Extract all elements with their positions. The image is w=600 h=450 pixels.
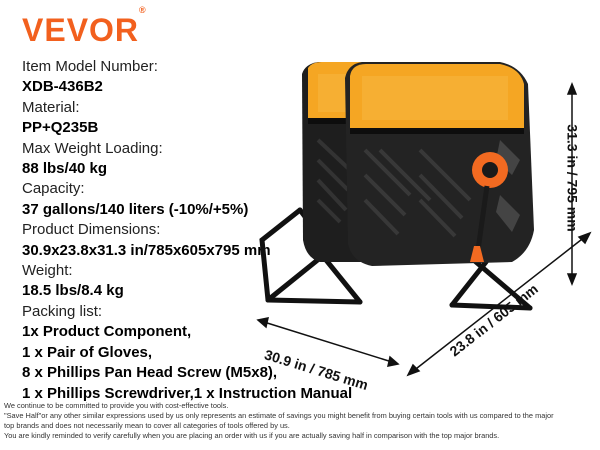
spec-value-dimensions: 30.9x23.8x31.3 in/785x605x795 mm (22, 241, 271, 259)
spec-label-model: Item Model Number: (22, 58, 158, 75)
spec-label-capacity: Capacity: (22, 180, 85, 198)
packing-item: 1x Product Component, (22, 323, 192, 341)
spec-value-material: PP+Q235B (22, 119, 99, 137)
footer-line: We continue to be committed to provide y… (4, 401, 229, 410)
spec-label-material: Material: (22, 98, 80, 116)
spec-value-weight: 18.5 lbs/8.4 kg (22, 282, 124, 300)
crank-handle (470, 152, 508, 262)
height-dimension-label: 31.3 in / 795 mm (564, 124, 581, 232)
spec-value-capacity: 37 gallons/140 liters (-10%/+5%) (22, 200, 249, 218)
dimension-lines (256, 81, 592, 377)
spec-label-max-weight: Max Weight Loading: (22, 139, 163, 157)
footer-line: top brands and does not necessarily mean… (4, 421, 290, 430)
footer-line: You are kindly reminded to verify carefu… (4, 431, 500, 440)
spec-label-weight: Weight: (22, 262, 73, 280)
packing-item: 1 x Pair of Gloves, (22, 343, 153, 361)
footer-line: "Save Half"or any other similar expressi… (4, 411, 554, 420)
composter-illustration (259, 62, 534, 311)
packing-item: 8 x Phillips Pan Head Screw (M5x8), (22, 364, 278, 382)
disclaimer-footer: We continue to be committed to provide y… (4, 401, 596, 441)
spec-list: Item Model Number: XDB-436B2 Material: P… (22, 57, 353, 404)
spec-label-dimensions: Product Dimensions: (22, 221, 161, 239)
spec-value-max-weight: 88 lbs/40 kg (22, 160, 108, 178)
right-drum (345, 62, 534, 266)
packing-list-label: Packing list: (22, 302, 103, 320)
packing-item: 1 x Phillips Screwdriver,1 x Instruction… (22, 384, 353, 402)
brand-logo: VEVOR® (22, 5, 146, 48)
spec-value-model: XDB-436B2 (22, 78, 103, 96)
